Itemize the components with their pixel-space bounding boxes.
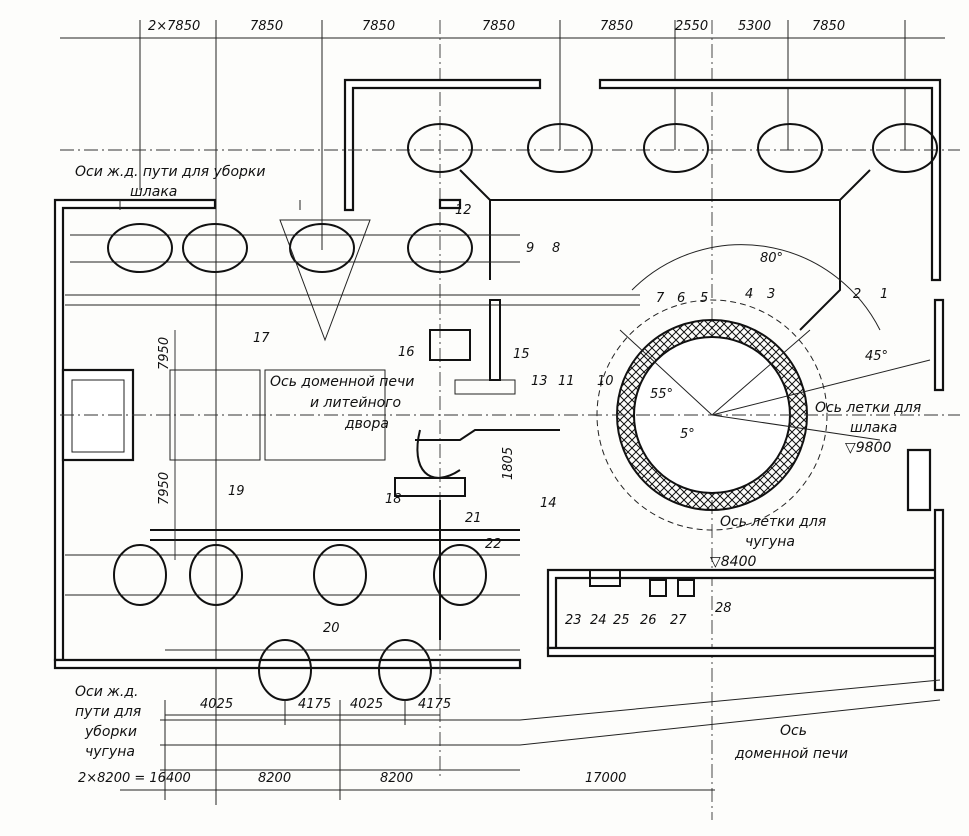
furnace-axis-2: доменной печи: [734, 746, 848, 762]
callout-22: 22: [485, 537, 502, 552]
dim-top-2: 7850: [250, 19, 283, 34]
furnace-cast-house-axis-2: и литейного: [310, 395, 401, 411]
callout-23: 23: [565, 613, 582, 628]
callout-17: 17: [253, 331, 270, 346]
dim-top-8: 7850: [812, 19, 845, 34]
stock-houses: [169, 369, 695, 597]
callout-12: 12: [455, 203, 472, 218]
furnace-cast-house-axis-3: двора: [344, 416, 389, 432]
iron-notch-axis-2: чугуна: [745, 534, 795, 550]
callout-20: 20: [323, 621, 340, 636]
iron-track-axes-4: чугуна: [85, 744, 135, 760]
iron-notch-axis-1: Ось летки для: [720, 514, 826, 530]
left-dimension-labels: 7950 7950 1805: [157, 337, 516, 505]
callout-27: 27: [670, 613, 687, 628]
callout-26: 26: [640, 613, 657, 628]
callout-7: 7: [656, 291, 665, 306]
dim-top-3: 7850: [362, 19, 395, 34]
dim-bottom-4: 4175: [418, 697, 451, 712]
callout-15: 15: [513, 347, 530, 362]
callout-19: 19: [228, 484, 245, 499]
callout-14: 14: [540, 496, 557, 511]
angle-45: 45°: [865, 349, 888, 364]
bottom-dimension-labels: 4025 4175 4025 4175 2×8200 = 16400 8200 …: [78, 697, 626, 786]
dim-bottom-17000: 17000: [585, 771, 626, 786]
angle-5: 5°: [680, 427, 695, 442]
dim-left-1: 7950: [157, 337, 172, 370]
callout-9: 9: [526, 241, 534, 256]
bottom-dimension-lines: [120, 330, 715, 800]
top-dimension-labels: 2×7850 7850 7850 7850 7850 2550 5300 785…: [148, 19, 845, 34]
dim-top-6: 2550: [675, 19, 708, 34]
callout-5: 5: [700, 291, 708, 306]
callout-numbers: 1 2 3 4 5 6 7 8 9 10 11 12 13 14 15 16 1…: [228, 203, 888, 636]
iron-runners: [150, 299, 560, 640]
dim-left-2: 7950: [157, 472, 172, 505]
slag-notch-axis-1: Ось летки для: [815, 400, 921, 416]
callout-16: 16: [398, 345, 415, 360]
furnace-axis-1: Ось: [780, 723, 807, 739]
callout-28: 28: [715, 601, 732, 616]
dim-bottom-8200a: 8200: [258, 771, 291, 786]
callout-21: 21: [465, 511, 482, 526]
dim-bottom-8200b: 8200: [380, 771, 413, 786]
iron-ladles: [65, 544, 520, 701]
dim-top-7: 5300: [738, 19, 771, 34]
iron-track-axes-2: пути для: [75, 704, 141, 720]
dim-bottom-3: 4025: [350, 697, 383, 712]
callout-3: 3: [767, 287, 775, 302]
dim-top-1: 2×7850: [148, 19, 200, 34]
callout-25: 25: [613, 613, 630, 628]
callout-6: 6: [677, 291, 685, 306]
dim-total-iron-tracks: 2×8200 = 16400: [78, 771, 191, 786]
callout-4: 4: [745, 287, 753, 302]
slag-track-axes-line2: шлака: [130, 184, 177, 200]
dim-top-4: 7850: [482, 19, 515, 34]
dim-bottom-1: 4025: [200, 697, 233, 712]
angle-80: 80°: [760, 251, 783, 266]
top-dimension-line: [60, 20, 945, 820]
iron-track-axes-3: уборки: [84, 724, 137, 740]
furnace-cast-house-axis-1: Ось доменной печи: [270, 374, 414, 390]
callout-18: 18: [385, 492, 402, 507]
callout-24: 24: [590, 613, 607, 628]
iron-level: ▽8400: [710, 554, 756, 570]
callout-2: 2: [853, 287, 861, 302]
slag-ladles-left: [65, 219, 640, 342]
angle-labels: 80° 45° 55° 5°: [650, 251, 888, 442]
callout-1: 1: [880, 287, 888, 302]
callout-8: 8: [552, 241, 560, 256]
dim-bottom-2: 4175: [298, 697, 331, 712]
dim-small: 1805: [501, 447, 516, 480]
iron-track-axes-1: Оси ж.д.: [75, 684, 138, 700]
annotations: Оси ж.д. пути для уборки шлака Ось домен…: [75, 164, 921, 762]
callout-11: 11: [558, 374, 575, 389]
dim-top-5: 7850: [600, 19, 633, 34]
callout-10: 10: [597, 374, 614, 389]
callout-13: 13: [531, 374, 548, 389]
slag-notch-axis-2: шлака: [850, 420, 897, 436]
slag-level: ▽9800: [845, 440, 891, 456]
angle-55: 55°: [650, 387, 673, 402]
slag-ladles-top: [60, 123, 960, 331]
slag-track-axes-line1: Оси ж.д. пути для уборки: [75, 164, 265, 180]
